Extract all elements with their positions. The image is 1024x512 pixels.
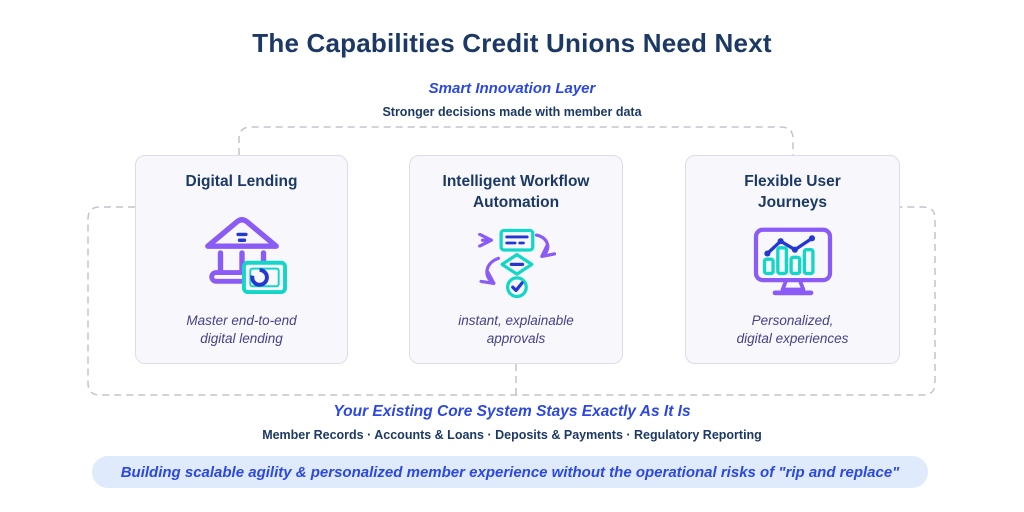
value-banner: Building scalable agility & personalized…: [92, 456, 928, 488]
card-title: Intelligent Workflow Automation: [442, 173, 590, 211]
card-title: Flexible User Journeys: [744, 173, 841, 211]
card-subtitle: Personalized, digital experiences: [736, 312, 849, 346]
bank-icon: [195, 193, 289, 312]
card-digital-lending: Digital Lending Master end-to-end digita…: [135, 155, 348, 364]
core-system-label: Your Existing Core System Stays Exactly …: [333, 403, 691, 420]
monitor-chart-icon: [751, 214, 835, 312]
core-system-boundary: [87, 206, 936, 396]
core-system-items: Member Records · Accounts & Loans · Depo…: [262, 428, 762, 442]
value-banner-text: Building scalable agility & personalized…: [120, 463, 900, 481]
page-title: The Capabilities Credit Unions Need Next: [252, 28, 772, 58]
card-subtitle: instant, explainable approvals: [458, 312, 574, 346]
innovation-layer-bracket: [238, 126, 794, 155]
workflow-icon: [476, 214, 556, 312]
card-flexible-user-journeys: Flexible User Journeys Personalized, dig…: [685, 155, 900, 364]
innovation-layer-label: Smart Innovation Layer: [428, 80, 596, 97]
card-workflow-automation: Intelligent Workflow Automation: [409, 155, 623, 364]
card-subtitle: Master end-to-end digital lending: [186, 312, 297, 346]
innovation-layer-subtitle: Stronger decisions made with member data: [382, 105, 642, 119]
card-title: Digital Lending: [185, 173, 298, 190]
